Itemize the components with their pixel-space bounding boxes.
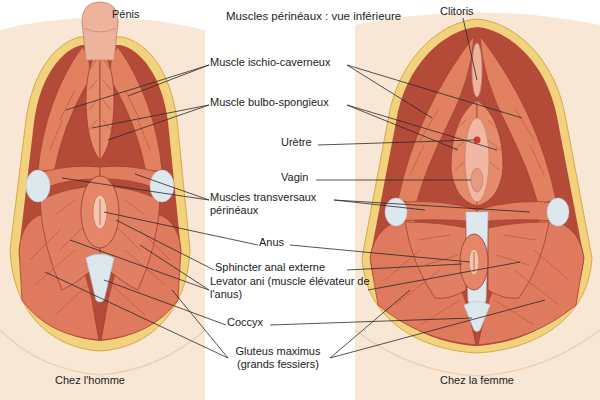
anal-slit <box>474 252 475 272</box>
part-label: Vagin <box>281 171 331 184</box>
part-label: Levator ani (muscle élévateur de l'anus) <box>210 275 375 301</box>
part-label: Gluteus maximus (grands fessiers) <box>226 345 330 371</box>
part-label: Anus <box>259 236 299 249</box>
vaginal-opening <box>471 168 483 192</box>
levator-ani-muscle <box>405 222 466 298</box>
fat-layer <box>362 19 592 353</box>
figure-caption: Chez la femme <box>440 374 540 387</box>
coccyx-bone <box>464 302 490 332</box>
fat-layer <box>10 37 190 351</box>
muscle-floor <box>19 45 181 341</box>
part-label: Muscles transversaux périnéaux <box>210 191 334 217</box>
part-label: Sphincter anal externe <box>215 261 355 274</box>
levator-ani-muscle <box>488 222 549 298</box>
coccyx-bone <box>86 254 114 302</box>
ischial-fascia <box>150 170 174 202</box>
gluteus-muscle <box>370 218 476 345</box>
leader-line <box>318 140 474 145</box>
ischial-fascia <box>26 170 50 202</box>
part-label: Urètre <box>281 136 331 149</box>
anal-sphincter <box>81 176 119 248</box>
part-label: Muscle ischio-caverneux <box>210 56 350 69</box>
leader-line <box>463 18 477 80</box>
anal-slit <box>100 199 101 225</box>
leader-line <box>316 180 471 181</box>
ischial-fascia <box>547 198 569 226</box>
leader-line <box>92 105 497 150</box>
muscle-fibers <box>488 110 569 325</box>
part-label: Coccyx <box>227 316 277 329</box>
figure-caption: Chez l'homme <box>55 374 155 387</box>
urethra-opening <box>474 137 481 144</box>
gluteus-muscle <box>478 218 584 345</box>
vestibule <box>465 118 489 202</box>
ischiocavernosus-muscle <box>38 47 90 172</box>
ischiocavernosus-muscle <box>110 47 162 172</box>
skin-area <box>0 18 205 400</box>
part-label: Pénis <box>112 8 172 21</box>
female-left-muscles <box>370 36 477 345</box>
ischial-fascia <box>385 198 407 226</box>
leader-line <box>66 65 522 118</box>
part-label: Muscle bulbo-spongieux <box>210 96 350 109</box>
muscle-floor <box>370 27 584 346</box>
diagram-title: Muscles périnéaux : vue inférieure <box>226 9 456 23</box>
female-right-muscles <box>477 36 584 345</box>
leader-lines <box>45 18 545 358</box>
clitoris-shape <box>472 43 482 97</box>
part-label: Clitoris <box>440 5 510 18</box>
anal-sphincter <box>460 234 488 290</box>
leader-line <box>104 212 470 262</box>
glans-line <box>84 28 116 32</box>
